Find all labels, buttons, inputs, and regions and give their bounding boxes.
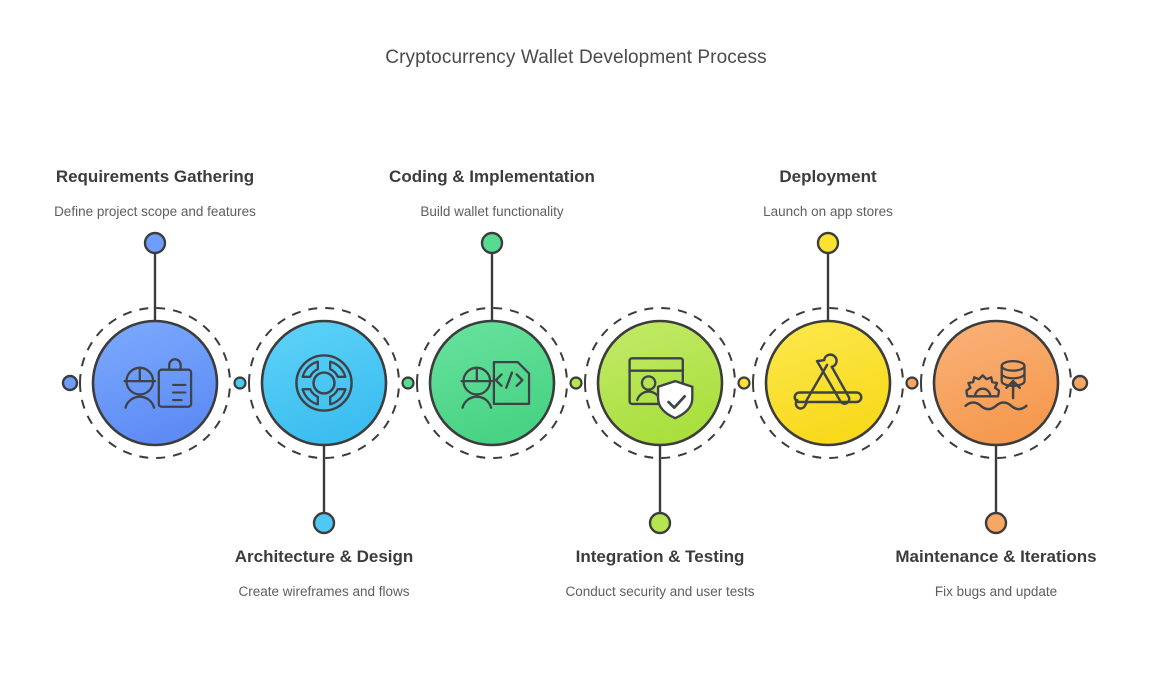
step-circle-1[interactable] (91, 319, 219, 447)
step-description-2: Create wireframes and flows (238, 584, 410, 599)
connector-dot-4[interactable] (737, 376, 751, 390)
stem-dot-6[interactable] (984, 511, 1008, 535)
step-description-6: Fix bugs and update (934, 584, 1058, 599)
start-dot[interactable] (61, 374, 79, 392)
step-title-5: Deployment (779, 167, 877, 186)
step-description-4: Conduct security and user tests (565, 584, 755, 599)
step-node-3[interactable] (428, 319, 556, 447)
connector-arc-1 (79, 382, 231, 459)
step-title-3: Coding & Implementation (389, 167, 595, 186)
dot-layer (61, 231, 1089, 535)
step-title-6: Maintenance & Iterations (895, 547, 1097, 566)
connector-arc-2 (248, 307, 400, 384)
step-node-5[interactable] (764, 319, 892, 447)
connector-arc-3 (416, 382, 568, 459)
connector-arc-6 (920, 307, 1072, 384)
connector-arc-back-3 (416, 307, 568, 384)
step-circle-4[interactable] (596, 319, 724, 447)
connector-arc-back-2 (248, 382, 400, 459)
page-title: Cryptocurrency Wallet Development Proces… (385, 47, 767, 68)
step-circle-5[interactable] (764, 319, 892, 447)
step-description-1: Define project scope and features (54, 204, 256, 219)
connector-arc-5 (752, 382, 904, 459)
circle-layer (91, 319, 1060, 447)
end-dot[interactable] (1071, 374, 1089, 392)
connector-arc-4 (584, 307, 736, 384)
stem-dot-3[interactable] (480, 231, 504, 255)
connector-arc-back-5 (752, 307, 904, 384)
step-title-4: Integration & Testing (575, 547, 745, 566)
step-title-1: Requirements Gathering (55, 167, 255, 186)
step-circle-3[interactable] (428, 319, 556, 447)
stem-layer (153, 243, 998, 523)
connector-dot-1[interactable] (233, 376, 247, 390)
step-node-6[interactable] (932, 319, 1060, 447)
connector-dot-5[interactable] (905, 376, 919, 390)
stem-dot-5[interactable] (816, 231, 840, 255)
connector-dot-3[interactable] (569, 376, 583, 390)
step-description-5: Launch on app stores (763, 204, 893, 219)
connector-dot-2[interactable] (401, 376, 415, 390)
step-description-3: Build wallet functionality (420, 204, 564, 219)
stem-dot-1[interactable] (143, 231, 167, 255)
step-circle-2[interactable] (260, 319, 388, 447)
step-node-2[interactable] (260, 319, 388, 447)
connector-arc-back-4 (584, 382, 736, 459)
stem-dot-2[interactable] (312, 511, 336, 535)
connector-arc-back-6 (920, 382, 1072, 459)
step-node-1[interactable] (91, 319, 219, 447)
stem-dot-4[interactable] (648, 511, 672, 535)
step-title-2: Architecture & Design (234, 547, 414, 566)
connector-layer (79, 307, 1072, 459)
step-node-4[interactable] (596, 319, 724, 447)
connector-arc-back-1 (79, 307, 231, 384)
